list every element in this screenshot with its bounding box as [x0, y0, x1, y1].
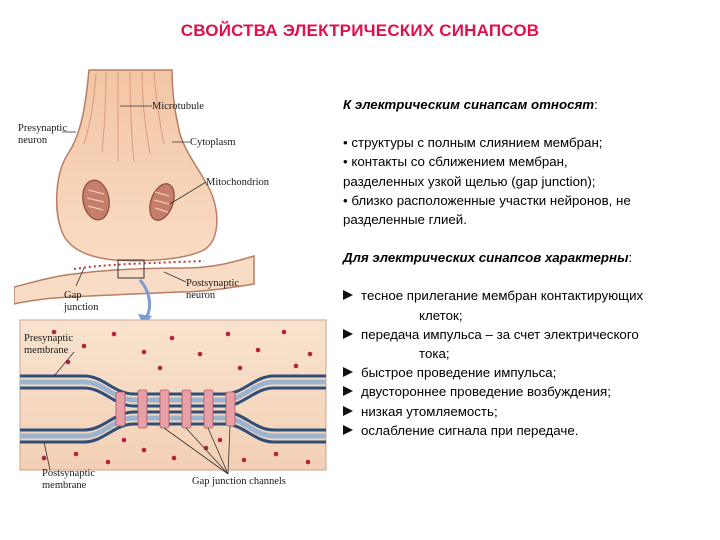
presynaptic-neuron: [57, 70, 217, 261]
label-presynaptic-neuron-1: Presynaptic: [18, 123, 67, 134]
label-presynaptic-membrane-1: Presynaptic: [24, 333, 73, 344]
arrow-bullet-icon: [343, 386, 353, 396]
label-cytoplasm: Cytoplasm: [190, 137, 236, 148]
heading-characteristics: Для электрических синапсов характерны:: [343, 248, 711, 267]
label-postsynaptic-membrane-1: Postsynaptic: [42, 468, 95, 479]
label-microtubule: Microtubule: [152, 101, 204, 112]
list-item: быстрое проведение импульса;: [343, 363, 711, 382]
label-gap-2: junction: [63, 302, 99, 313]
label-postsynaptic-membrane-2: membrane: [42, 480, 87, 491]
label-mitochondrion: Mitochondrion: [206, 177, 270, 188]
label-presynaptic-membrane-2: membrane: [24, 345, 69, 356]
bullet-text: передача импульса – за счет электрическо…: [361, 327, 639, 342]
text-panel: К электрическим синапсам относят: • стру…: [343, 95, 711, 440]
synapse-type-line-3: разделенных узкой щелью (gap junction);: [343, 172, 711, 191]
label-gap-junction-channels: Gap junction channels: [192, 476, 286, 487]
bullet-text-cont: клеток;: [361, 306, 711, 325]
list-item: ослабление сигнала при передаче.: [343, 421, 711, 440]
bullet-text: быстрое проведение импульса;: [361, 365, 556, 380]
label-gap-1: Gap: [64, 290, 82, 301]
arrow-bullet-icon: [343, 367, 353, 377]
label-presynaptic-neuron-2: neuron: [18, 135, 48, 146]
bullet-text: двустороннее проведение возбуждения;: [361, 384, 611, 399]
bullet-text: тесное прилегание мембран контактирующих: [361, 288, 643, 303]
characteristics-list: тесное прилегание мембран контактирующих…: [343, 286, 711, 440]
heading1-colon: :: [594, 97, 598, 112]
label-postsynaptic-neuron-1: Postsynaptic: [186, 278, 239, 289]
arrow-bullet-icon: [343, 406, 353, 416]
arrow-bullet-icon: [343, 290, 353, 300]
list-item: передача импульса – за счет электрическо…: [343, 325, 711, 363]
synapse-type-line-4: • близко расположенные участки нейронов,…: [343, 191, 711, 210]
heading2-colon: :: [628, 250, 632, 265]
bullet-text-cont: тока;: [361, 344, 711, 363]
arrow-bullet-icon: [343, 329, 353, 339]
bullet-text: низкая утомляемость;: [361, 404, 498, 419]
synapse-type-line-5: разделенные глией.: [343, 210, 711, 229]
heading2-text: Для электрических синапсов характерны: [343, 250, 628, 265]
synapse-type-line-2: • контакты со сближением мембран,: [343, 152, 711, 171]
bullet-text: ослабление сигнала при передаче.: [361, 423, 578, 438]
list-item: низкая утомляемость;: [343, 402, 711, 421]
synapse-type-line-1: • структуры с полным слиянием мембран;: [343, 133, 711, 152]
heading-electrical-synapses: К электрическим синапсам относят:: [343, 95, 711, 114]
electrical-synapse-diagram: Microtubule Presynaptic neuron Cytoplasm…: [14, 62, 332, 508]
list-item: тесное прилегание мембран контактирующих…: [343, 286, 711, 324]
slide-title: СВОЙСТВА ЭЛЕКТРИЧЕСКИХ СИНАПСОВ: [0, 21, 720, 41]
list-item: двустороннее проведение возбуждения;: [343, 382, 711, 401]
label-postsynaptic-neuron-2: neuron: [186, 290, 216, 301]
heading1-text: К электрическим синапсам относят: [343, 97, 594, 112]
arrow-bullet-icon: [343, 425, 353, 435]
synapse-figure: Microtubule Presynaptic neuron Cytoplasm…: [14, 62, 332, 508]
